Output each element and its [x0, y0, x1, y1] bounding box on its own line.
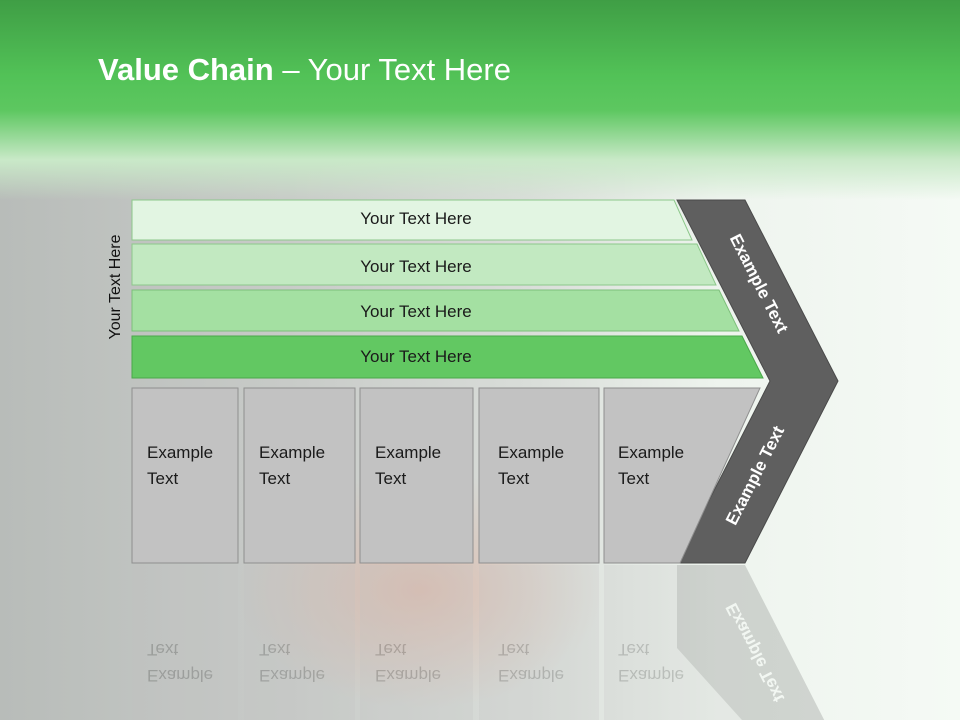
reflection-2-line2: Text	[259, 640, 290, 659]
activity-box-3	[359, 387, 474, 564]
band-2-label: Your Text Here	[360, 257, 472, 276]
band-4-label: Your Text Here	[360, 347, 472, 366]
reflection-2-line1: Example	[259, 666, 325, 685]
reflection-box-3	[360, 565, 473, 720]
reflection-5-line2: Text	[618, 640, 649, 659]
reflection-1-line1: Example	[147, 666, 213, 685]
band-1	[131, 199, 693, 241]
diagram-reflection: Example Text Example Text Example Text E…	[132, 565, 825, 720]
reflection-box-1	[132, 565, 238, 720]
slide-title: Value Chain – Your Text Here	[98, 52, 511, 88]
title-bold: Value Chain	[98, 52, 274, 87]
band-2	[131, 243, 717, 286]
band-4	[131, 335, 764, 379]
reflection-1-line2: Text	[147, 640, 178, 659]
header-band	[0, 0, 960, 200]
activity-2-line1: Example	[259, 443, 325, 462]
activity-box-5	[603, 387, 761, 564]
reflection-3-line1: Example	[375, 666, 441, 685]
activity-5-line1: Example	[618, 443, 684, 462]
chevron-shape	[676, 199, 839, 564]
activity-3-line2: Text	[375, 469, 406, 488]
activity-4-line1: Example	[498, 443, 564, 462]
band-3	[131, 289, 740, 332]
support-bands: Your Text Here Your Text Here Your Text …	[131, 199, 764, 379]
band-1-label: Your Text Here	[360, 209, 472, 228]
activity-box-4	[478, 387, 600, 564]
reflection-chevron	[677, 565, 825, 720]
activity-5-line2: Text	[618, 469, 649, 488]
reflection-5-line1: Example	[618, 666, 684, 685]
activity-1-line2: Text	[147, 469, 178, 488]
reflection-box-2	[244, 565, 355, 720]
activity-box-1	[131, 387, 239, 564]
activity-4-line2: Text	[498, 469, 529, 488]
activity-box-2	[243, 387, 356, 564]
reflection-3-line2: Text	[375, 640, 406, 659]
activity-boxes: Example Text Example Text Example Text E…	[131, 387, 761, 564]
reflection-box-4	[479, 565, 599, 720]
activity-2-line2: Text	[259, 469, 290, 488]
reflection-box-5	[604, 565, 751, 720]
title-rest: – Your Text Here	[273, 52, 511, 87]
reflection-4-line2: Text	[498, 640, 529, 659]
activity-3-line1: Example	[375, 443, 441, 462]
band-3-label: Your Text Here	[360, 302, 472, 321]
reflection-4-line1: Example	[498, 666, 564, 685]
activity-1-line1: Example	[147, 443, 213, 462]
